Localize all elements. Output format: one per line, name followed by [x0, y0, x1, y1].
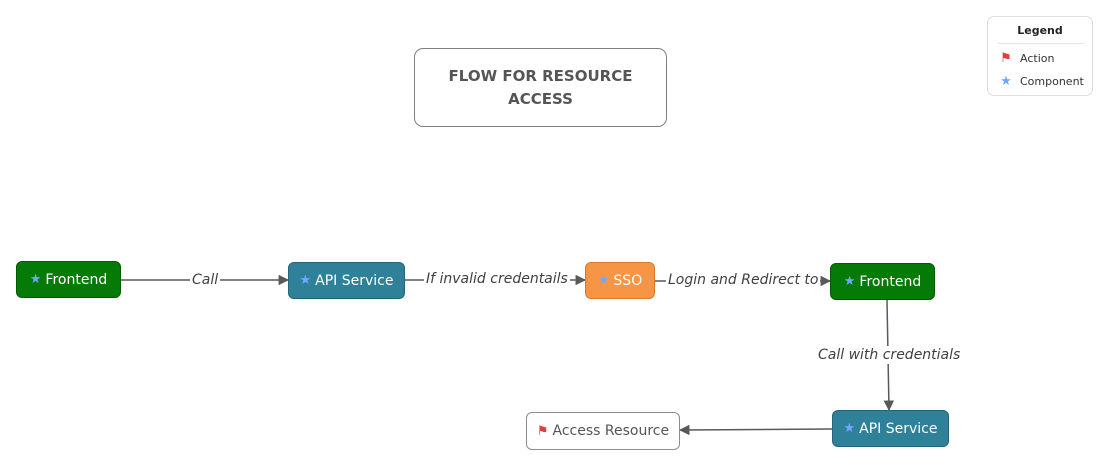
diagram-title: FLOW FOR RESOURCE ACCESS	[448, 66, 633, 108]
legend-label: Component	[1020, 75, 1084, 88]
legend-label: Action	[1020, 52, 1055, 65]
edge-label-call-with-credentials: Call with credentials	[816, 346, 963, 364]
star-icon: ★	[29, 272, 42, 287]
node-access-resource[interactable]: ⚑ Access Resource	[526, 412, 680, 450]
star-icon: ★	[597, 273, 610, 288]
node-frontend[interactable]: ★ Frontend	[16, 261, 121, 298]
node-frontend-redirect[interactable]: ★ Frontend	[830, 263, 935, 300]
node-label: Frontend	[45, 271, 108, 288]
node-label: SSO	[613, 272, 643, 289]
edge-label-invalid-credentials: If invalid credentails	[424, 270, 570, 288]
edge-api-to-access-resource	[678, 424, 833, 436]
star-icon: ★	[1000, 74, 1012, 89]
node-api-service-authenticated[interactable]: ★ API Service	[832, 410, 949, 447]
legend-title: Legend	[1017, 24, 1063, 37]
node-sso[interactable]: ★ SSO	[585, 262, 655, 299]
flag-icon: ⚑	[1000, 51, 1012, 66]
legend-item-action: ⚑ Action	[998, 51, 1054, 66]
star-icon: ★	[843, 421, 856, 436]
star-icon: ★	[299, 273, 312, 288]
edge-label-login-redirect: Login and Redirect to	[666, 271, 821, 289]
node-api-service[interactable]: ★ API Service	[288, 262, 405, 299]
node-label: API Service	[859, 420, 938, 437]
star-icon: ★	[843, 274, 856, 289]
edge-label-call: Call	[190, 271, 221, 289]
node-label: API Service	[315, 272, 394, 289]
diagram-title-box: FLOW FOR RESOURCE ACCESS	[414, 48, 667, 127]
node-label: Frontend	[859, 273, 922, 290]
node-label: Access Resource	[552, 423, 670, 439]
legend: Legend ⚑ Action ★ Component	[987, 16, 1093, 96]
flag-icon: ⚑	[536, 423, 549, 439]
legend-divider	[998, 43, 1084, 44]
legend-item-component: ★ Component	[998, 74, 1084, 89]
